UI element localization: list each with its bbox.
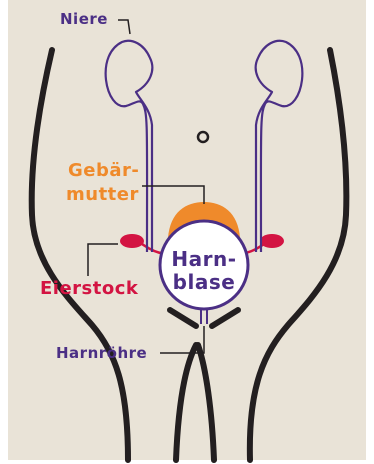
label-harnroehre: Harnröhre (56, 346, 147, 361)
ovary-right (260, 234, 284, 248)
label-harnblase-line1: Harn- (164, 249, 244, 269)
label-niere: Niere (60, 12, 108, 27)
ovary-left (120, 234, 144, 248)
label-gebaermutter-line1: Gebär- (68, 162, 139, 180)
label-eierstock: Eierstock (40, 280, 138, 298)
label-harnblase-line2: blase (164, 272, 244, 292)
label-gebaermutter-line2: mutter (66, 186, 139, 204)
